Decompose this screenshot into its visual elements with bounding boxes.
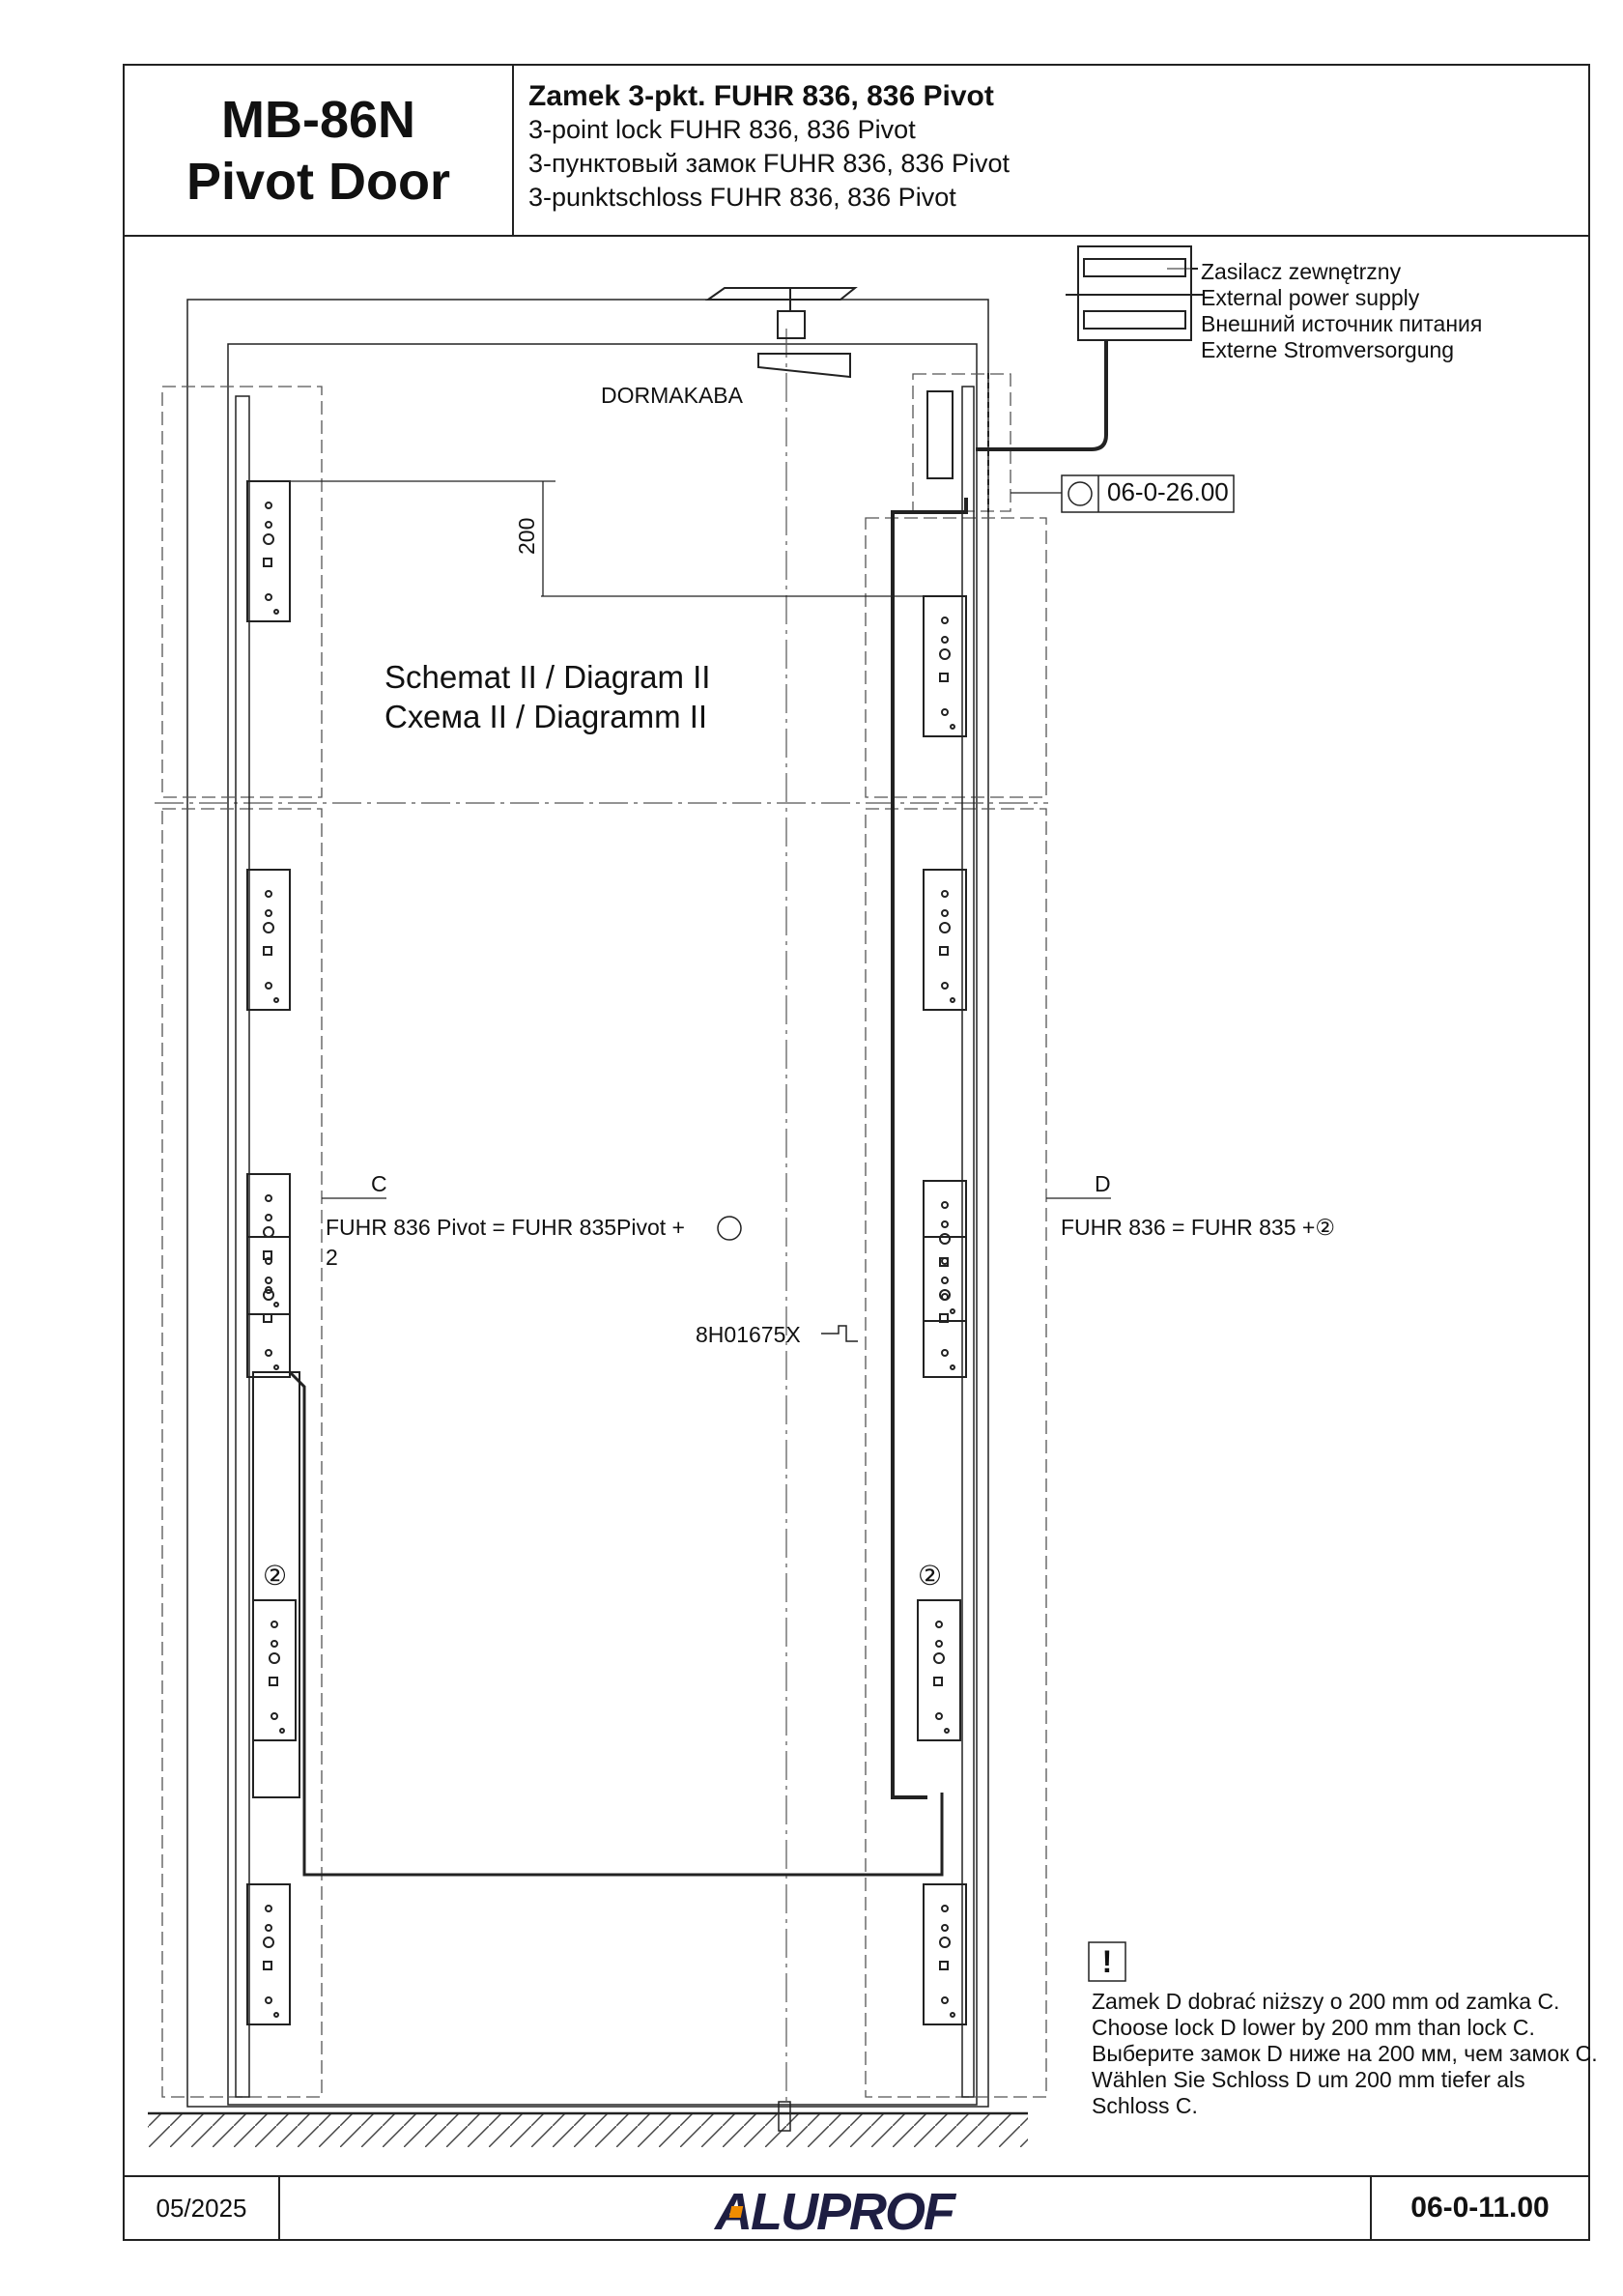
warning-line-ru: Выберите замок D ниже на 200 мм, чем зам… <box>1092 2041 1598 2066</box>
model-name: MB-86N <box>220 90 416 149</box>
lock-left-5 <box>246 1883 291 2025</box>
lock-right-5 <box>923 1883 967 2025</box>
power-supply-pl: Zasilacz zewnętrzny <box>1201 259 1402 284</box>
motor-left <box>252 1371 300 1798</box>
part-code: 8H01675X <box>696 1322 801 1347</box>
page-frame <box>123 64 1590 2241</box>
aluprof-logo: ALUPROF <box>715 2183 955 2241</box>
lock-right-1 <box>923 595 967 737</box>
warning-note: Zamek D dobrać niższy o 200 mm od zamka … <box>1092 1989 1598 2119</box>
warning-line-de-2: Schloss C. <box>1092 2093 1198 2118</box>
lock-left-2 <box>246 869 291 1011</box>
lock-c-formula: FUHR 836 Pivot = FUHR 835Pivot + <box>326 1215 685 1240</box>
lock-right-2 <box>923 869 967 1011</box>
closer-label: DORMAKABA <box>601 383 743 408</box>
motor-right <box>917 1599 961 1741</box>
date: 05/2025 <box>156 2194 247 2223</box>
lock-c <box>246 1173 291 1378</box>
power-supply-drawing <box>1066 245 1205 341</box>
component-2-right: ② <box>918 1561 943 1591</box>
door-type: Pivot Door <box>185 152 450 211</box>
dimension-label: 200 <box>514 517 539 555</box>
warning-line-pl: Zamek D dobrać niższy o 200 mm od zamka … <box>1092 1989 1560 2014</box>
lock-left-1 <box>246 480 291 622</box>
lock-title-block: Zamek 3-pkt. FUHR 836, 836 Pivot 3-point… <box>528 79 1010 215</box>
floor-hatch <box>148 2113 1028 2147</box>
lock-d <box>923 1180 967 1378</box>
door-frame-outer <box>186 299 989 2108</box>
power-supply-ru: Внешний источник питания <box>1201 311 1483 336</box>
logo-accent <box>728 2206 744 2218</box>
diagram-title: Schemat II / Diagram II Схема II / Diagr… <box>384 657 710 736</box>
reference-code: 06-0-26.00 <box>1107 477 1229 506</box>
dimension-200 <box>251 480 925 597</box>
title-de: 3-punktschloss FUHR 836, 836 Pivot <box>528 183 956 212</box>
reference-box <box>1061 474 1235 513</box>
lock-d-formula: FUHR 836 = FUHR 835 +② <box>1061 1215 1335 1241</box>
circled-2: ② <box>1315 1215 1335 1240</box>
warning-line-en: Choose lock D lower by 200 mm than lock … <box>1092 2015 1535 2040</box>
lock-d-label: D <box>1095 1171 1111 1196</box>
model-title-block: MB-86N Pivot Door <box>124 65 513 236</box>
exclamation-icon: ! <box>1101 1944 1113 1979</box>
diagram-title-1: Schemat II / Diagram II <box>384 659 711 695</box>
document-number: 06-0-11.00 <box>1410 2192 1550 2224</box>
power-supply-en: External power supply <box>1201 285 1420 310</box>
warning-line-de: Wählen Sie Schloss D um 200 mm tiefer al… <box>1092 2067 1525 2092</box>
milling-icon <box>1068 481 1093 506</box>
warning-icon-box <box>1088 1941 1126 1982</box>
title-pl: Zamek 3-pkt. FUHR 836, 836 Pivot <box>528 80 994 112</box>
lock-d-formula-text: FUHR 836 = FUHR 835 + <box>1061 1215 1316 1240</box>
title-ru: 3-пунктовый замок FUHR 836, 836 Pivot <box>528 149 1010 178</box>
door-closer <box>704 287 858 379</box>
power-supply-de: Externe Stromversorgung <box>1201 337 1455 362</box>
title-en: 3-point lock FUHR 836, 836 Pivot <box>528 115 916 144</box>
door-frame-inner <box>227 343 978 2106</box>
diagram-title-2: Схема II / Diagramm II <box>384 699 708 734</box>
lock-c-label: C <box>371 1171 387 1196</box>
lock-c-formula-2: 2 <box>326 1245 338 1270</box>
power-supply-label: Zasilacz zewnętrzny External power suppl… <box>1201 259 1482 363</box>
component-2-left: ② <box>263 1561 288 1591</box>
